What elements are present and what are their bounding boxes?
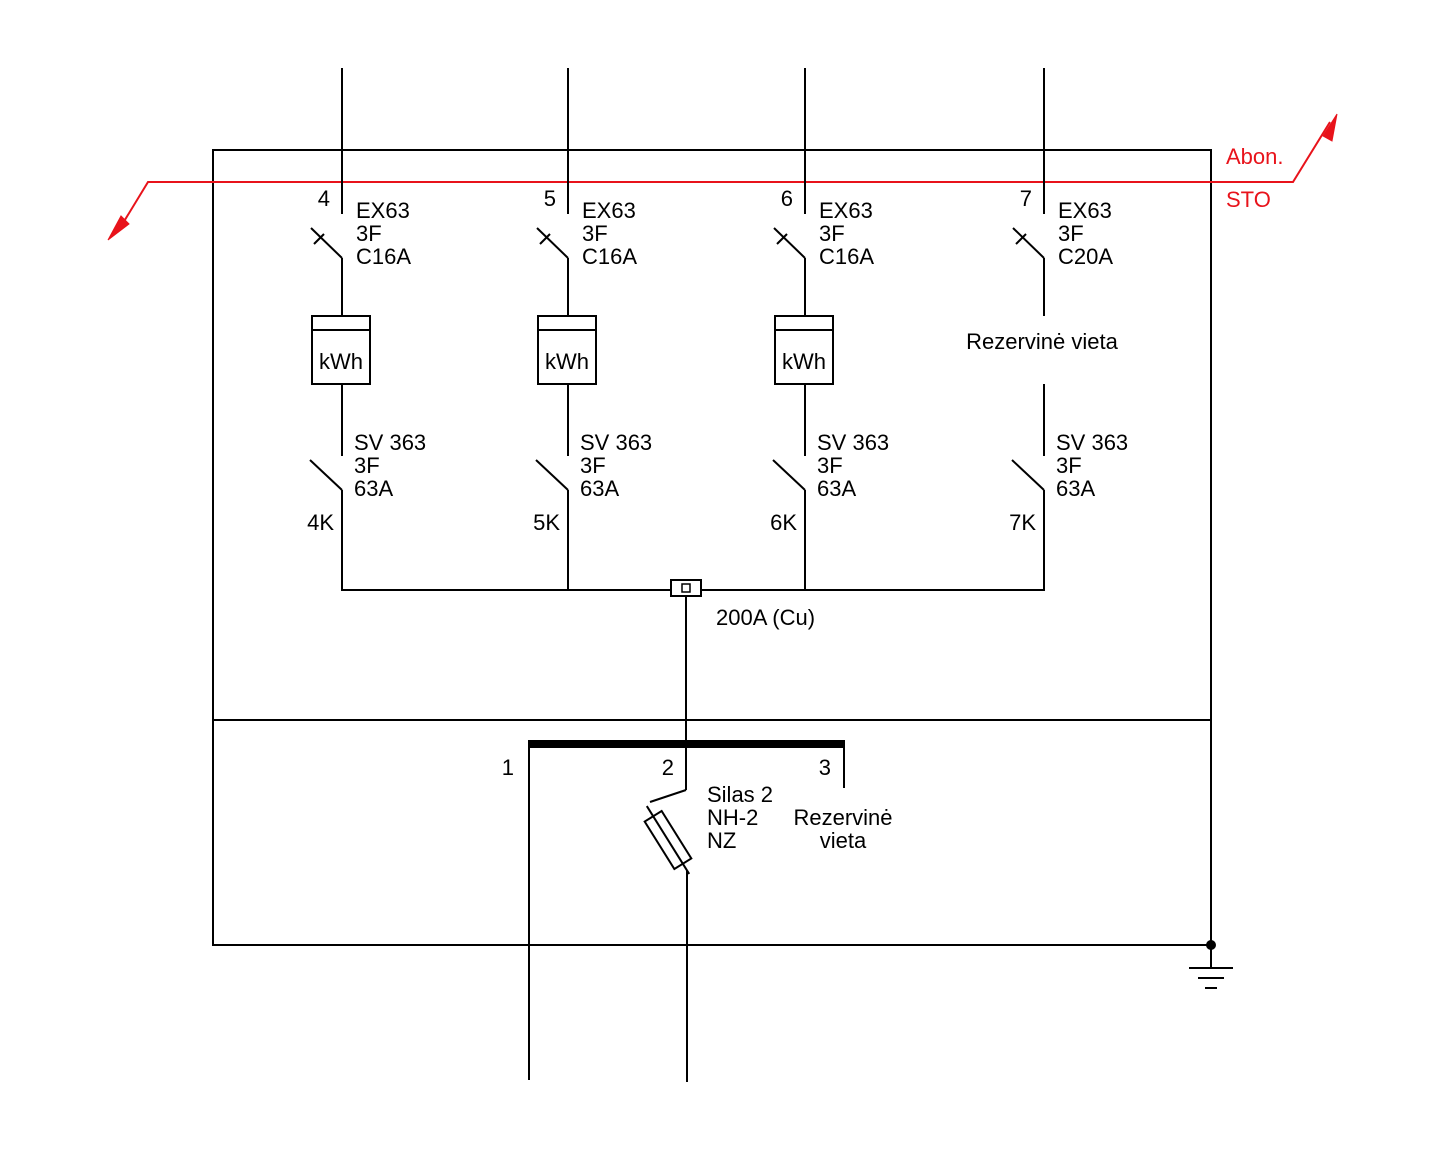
switch-blade — [309, 459, 343, 491]
fuse-wire — [649, 789, 687, 803]
switch-poles: 3F — [354, 453, 380, 478]
feeder-4: kWh 4 EX63 3F C16A SV 363 3F 63A 4K — [307, 68, 426, 590]
switch-blade — [535, 459, 569, 491]
switch-type: SV 363 — [817, 430, 889, 455]
switch-tag: 6K — [770, 510, 797, 535]
switch-type: SV 363 — [580, 430, 652, 455]
feeder-number: 5 — [544, 186, 556, 211]
switch-tag: 4K — [307, 510, 334, 535]
switch-tag: 5K — [533, 510, 560, 535]
boundary-line: Abon. STO — [107, 113, 1338, 241]
boundary-arrow-left — [107, 215, 130, 241]
switch-rating: 63A — [1056, 476, 1095, 501]
busbar-rating: 200A (Cu) — [716, 605, 815, 630]
switch-poles: 3F — [1056, 453, 1082, 478]
breaker-type: EX63 — [582, 198, 636, 223]
feeder-number: 7 — [1020, 186, 1032, 211]
kwh-meter — [774, 315, 834, 385]
breaker-blade — [536, 227, 569, 259]
busbar-connector — [670, 579, 702, 597]
busbar-connector-inner — [681, 583, 691, 593]
switch-rating: 63A — [354, 476, 393, 501]
output-3-number: 3 — [819, 755, 831, 780]
breaker-poles: 3F — [582, 221, 608, 246]
main-busbar: 1 2 Silas 2 NH-2 NZ 3 Rezervinė vieta — [502, 740, 893, 1082]
breaker-type: EX63 — [356, 198, 410, 223]
switch-poles: 3F — [817, 453, 843, 478]
switch-rating: 63A — [817, 476, 856, 501]
feeder-number: 6 — [781, 186, 793, 211]
feeder-5: kWh 5 EX63 3F C16A SV 363 3F 63A 5K — [533, 68, 652, 590]
kwh-meter-label: kWh — [782, 349, 826, 374]
output-3-line-1: Rezervinė — [793, 805, 892, 830]
boundary-upper-label: Abon. — [1226, 144, 1284, 169]
breaker-blade — [310, 227, 343, 259]
breaker-rating: C16A — [582, 244, 637, 269]
output-2-line-2: NH-2 — [707, 805, 758, 830]
breaker-poles: 3F — [819, 221, 845, 246]
output-2-line-3: NZ — [707, 828, 736, 853]
breaker-rating: C16A — [819, 244, 874, 269]
switch-type: SV 363 — [354, 430, 426, 455]
kwh-meter — [537, 315, 597, 385]
boundary-polyline — [119, 121, 1331, 229]
enclosure — [212, 149, 1212, 946]
breaker-poles: 3F — [1058, 221, 1084, 246]
collector-bus: 200A (Cu) — [341, 579, 1045, 744]
switch-blade — [1011, 459, 1045, 491]
breaker-trip-mark — [1015, 233, 1027, 245]
breaker-type: EX63 — [1058, 198, 1112, 223]
boundary-arrow-right — [1322, 113, 1338, 142]
output-2-number: 2 — [662, 755, 674, 780]
feeder-7: Rezervinė vieta 7 EX63 3F C20A SV 363 3F… — [966, 68, 1128, 590]
switch-type: SV 363 — [1056, 430, 1128, 455]
output-2-line-1: Silas 2 — [707, 782, 773, 807]
breaker-type: EX63 — [819, 198, 873, 223]
boundary-lower-label: STO — [1226, 187, 1271, 212]
breaker-blade — [1012, 227, 1045, 259]
breaker-trip-mark — [313, 233, 325, 245]
kwh-meter-label: kWh — [319, 349, 363, 374]
reserve-label: Rezervinė vieta — [966, 329, 1118, 354]
breaker-poles: 3F — [356, 221, 382, 246]
ground-icon — [1189, 940, 1233, 989]
breaker-trip-mark — [539, 233, 551, 245]
switch-tag: 7K — [1009, 510, 1036, 535]
switch-blade — [772, 459, 806, 491]
switch-poles: 3F — [580, 453, 606, 478]
output-3-line-2: vieta — [820, 828, 867, 853]
enclosure-frame — [212, 149, 1212, 946]
breaker-blade — [773, 227, 806, 259]
breaker-trip-mark — [776, 233, 788, 245]
feeder-number: 4 — [318, 186, 330, 211]
switch-rating: 63A — [580, 476, 619, 501]
breaker-rating: C20A — [1058, 244, 1113, 269]
fuse-icon — [643, 805, 693, 875]
output-1-number: 1 — [502, 755, 514, 780]
kwh-meter-label: kWh — [545, 349, 589, 374]
feeder-6: kWh 6 EX63 3F C16A SV 363 3F 63A 6K — [770, 68, 889, 590]
breaker-rating: C16A — [356, 244, 411, 269]
